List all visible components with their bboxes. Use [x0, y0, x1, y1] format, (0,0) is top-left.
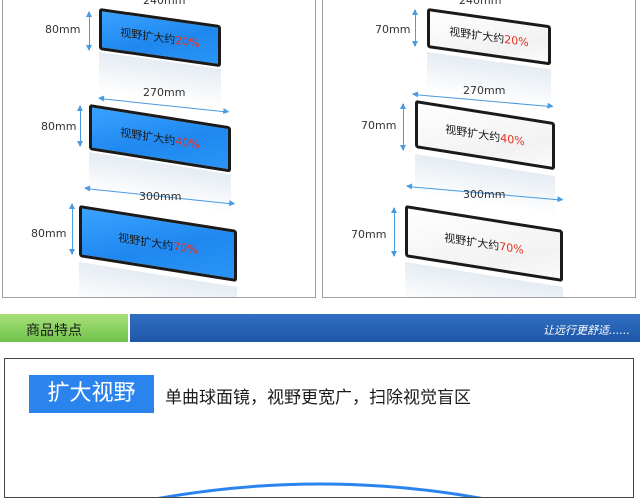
feature-tag: 扩大视野 — [29, 375, 154, 413]
section-slogan: 让远行更舒适...... — [543, 324, 630, 337]
mirror-caption: 视野扩大约40% — [445, 122, 525, 149]
mirror-caption: 视野扩大约40% — [120, 125, 200, 152]
section-header-bar: 商品特点 让远行更舒适...... — [0, 314, 640, 342]
height-label: 80mm — [45, 23, 81, 36]
section-title: 商品特点 — [26, 323, 82, 339]
height-arrow — [86, 11, 92, 51]
mirror-caption: 视野扩大约20% — [449, 25, 529, 50]
width-label: 270mm — [463, 84, 506, 97]
height-label: 80mm — [41, 120, 77, 133]
mirror-caption: 视野扩大约70% — [444, 231, 524, 257]
feature-description: 单曲球面镜，视野更宽广，扫除视觉盲区 — [165, 388, 471, 408]
width-label: 270mm — [143, 86, 186, 99]
section-tab: 商品特点 — [0, 314, 130, 342]
height-arrow — [400, 103, 406, 151]
width-label: 240mm — [459, 0, 502, 7]
height-arrow — [412, 9, 418, 47]
feature-box: 扩大视野 单曲球面镜，视野更宽广，扫除视觉盲区 — [4, 358, 634, 498]
width-label: 240mm — [143, 0, 186, 7]
product-panel-right: 70mm 240mm 视野扩大约20% 70mm 270mm 视野扩大约40% … — [322, 0, 636, 298]
view-arc-illustration — [157, 482, 483, 497]
height-arrow — [77, 105, 83, 147]
height-arrow — [69, 203, 75, 255]
width-label: 300mm — [139, 190, 182, 203]
height-label: 80mm — [31, 227, 67, 240]
height-label: 70mm — [351, 228, 387, 241]
mirror-caption: 视野扩大约70% — [118, 231, 198, 257]
width-label: 300mm — [463, 188, 506, 201]
height-label: 70mm — [361, 119, 397, 132]
product-panel-left: 80mm 240mm 视野扩大约20% 80mm 270mm 视野扩大约40% … — [2, 0, 316, 298]
height-arrow — [391, 207, 397, 257]
mirror-caption: 视野扩大约20% — [120, 25, 200, 51]
height-label: 70mm — [375, 23, 411, 36]
